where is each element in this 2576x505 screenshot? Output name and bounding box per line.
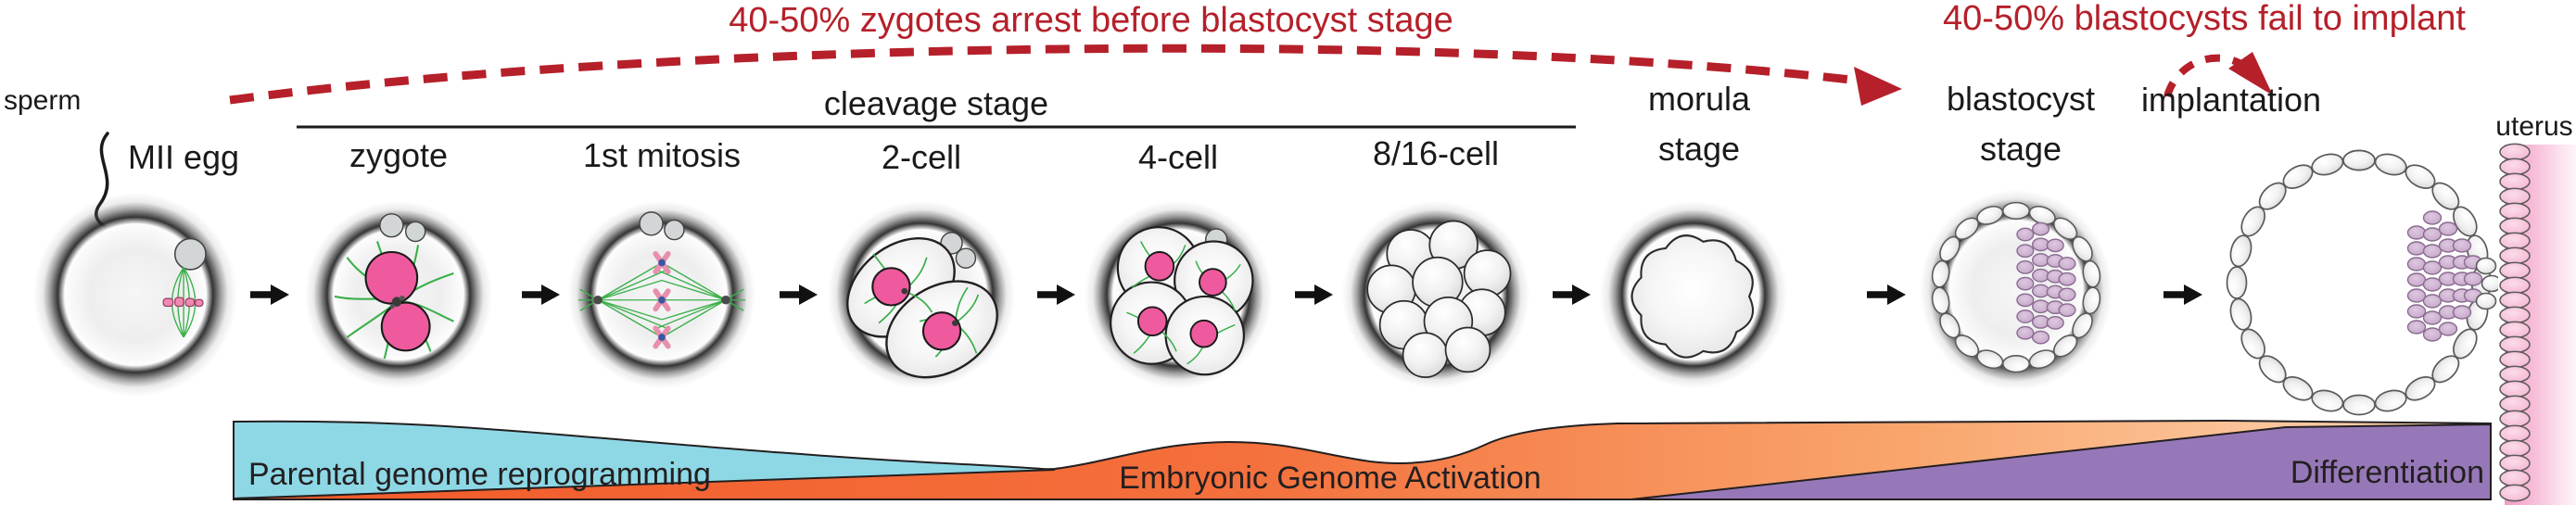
invading-trophoblast-cells bbox=[2475, 257, 2498, 310]
eight-sixteen-cell-label: 8/16-cell bbox=[1372, 134, 1500, 172]
implantation-illustration bbox=[2220, 144, 2498, 422]
morula-illustration bbox=[1587, 188, 1800, 401]
first-mitosis-label: 1st mitosis bbox=[582, 136, 742, 174]
zygote-illustration bbox=[292, 188, 505, 401]
blastocyst-label-line2: stage bbox=[1979, 130, 2062, 168]
compacted-morula bbox=[1631, 234, 1754, 359]
pronucleus bbox=[364, 250, 419, 305]
parental-reprogramming-label: Parental genome reprogramming bbox=[248, 457, 711, 492]
inner-cell-mass bbox=[2016, 221, 2076, 345]
nucleus bbox=[1144, 251, 1175, 282]
arrest-arrowhead bbox=[1854, 67, 1902, 106]
implant-fail-annotation-text: 40-50% blastocysts fail to implant bbox=[1943, 0, 2466, 38]
morula-label-line2: stage bbox=[1657, 130, 1741, 168]
uterus-cell-column bbox=[2499, 143, 2531, 502]
parental-shape bbox=[233, 420, 1056, 500]
implant-fail-arrowhead bbox=[2228, 52, 2273, 95]
four-cell-illustration bbox=[1072, 188, 1285, 401]
meiotic-spindle bbox=[162, 267, 204, 338]
two-cell-label: 2-cell bbox=[881, 138, 962, 176]
mitotic-spindle bbox=[577, 251, 746, 349]
differentiation-shape bbox=[1631, 423, 2492, 500]
first-mitosis-illustration bbox=[555, 188, 768, 401]
polar-body bbox=[404, 221, 426, 243]
stage-arrows bbox=[250, 284, 2202, 305]
sperm-label: sperm bbox=[4, 85, 82, 116]
blastomere-cluster bbox=[1366, 220, 1512, 378]
polar-body bbox=[379, 213, 404, 238]
polar-body bbox=[173, 237, 207, 271]
pronucleus bbox=[380, 301, 431, 352]
zygote-label: zygote bbox=[349, 136, 449, 174]
embryonic-genome-activation-label: Embryonic Genome Activation bbox=[1119, 461, 1542, 496]
polar-body bbox=[664, 219, 685, 241]
differentiation-label: Differentiation bbox=[2290, 455, 2484, 490]
cleavage-stage-label: cleavage stage bbox=[823, 84, 1049, 122]
blastocyst-illustration bbox=[1907, 176, 2126, 404]
inner-cell-mass bbox=[2406, 210, 2483, 342]
centrosome bbox=[389, 295, 405, 309]
polar-body bbox=[639, 211, 664, 236]
blastocyst-label-line1: blastocyst bbox=[1946, 80, 2096, 118]
mii-egg-label: MII egg bbox=[127, 138, 240, 176]
polar-body bbox=[955, 247, 977, 269]
zona-pellucida bbox=[19, 179, 251, 410]
arrest-annotation-text: 40-50% zygotes arrest before blastocyst … bbox=[729, 1, 1453, 40]
nucleus bbox=[871, 267, 911, 307]
nucleus bbox=[1189, 319, 1219, 348]
implantation-label: implantation bbox=[2140, 81, 2322, 119]
nucleus bbox=[921, 311, 962, 351]
two-cell-illustration bbox=[815, 188, 1028, 401]
blastocyst-stage-label: blastocyst stage bbox=[1947, 74, 2095, 174]
arrest-dashed-curve bbox=[229, 44, 1851, 105]
nucleus bbox=[1136, 306, 1168, 337]
uterus-label: uterus bbox=[2495, 111, 2573, 142]
four-cell-label: 4-cell bbox=[1137, 138, 1219, 176]
mii-egg-illustration bbox=[19, 179, 251, 410]
nucleus bbox=[1199, 268, 1227, 297]
implant-fail-dashed-arc bbox=[2164, 54, 2241, 98]
morula-label-line1: morula bbox=[1647, 80, 1751, 118]
morula-stage-label: morula stage bbox=[1648, 74, 1750, 174]
eight-sixteen-cell-illustration bbox=[1329, 188, 1542, 401]
